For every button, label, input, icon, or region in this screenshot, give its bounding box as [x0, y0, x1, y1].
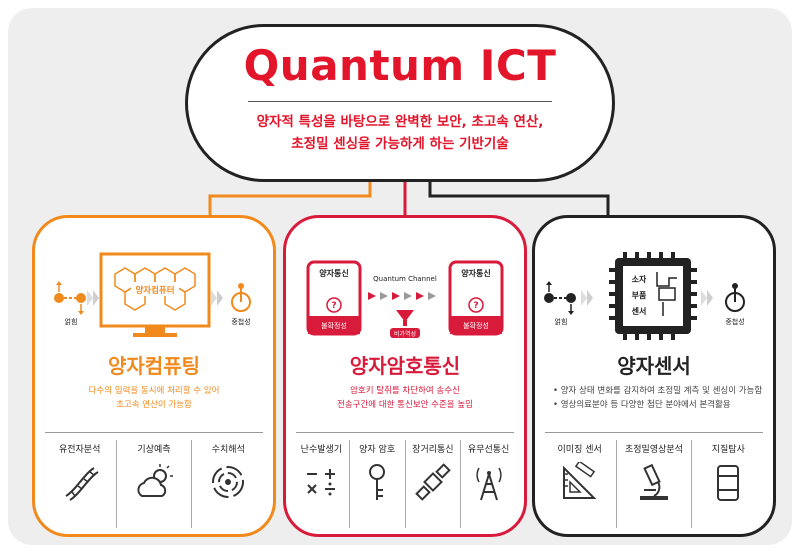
left-uncertainty-tag: 불확정성 — [321, 321, 347, 330]
entanglement-label: 얽힘 — [65, 317, 78, 326]
panel-desc-sensor: • 양자 상태 변화를 감지하여 초정밀 계측 및 센싱이 가능함 • 영상의료… — [553, 384, 763, 412]
right-uncertainty-tag: 불확정성 — [463, 321, 489, 330]
entanglement-icon — [544, 281, 576, 315]
application-item: 초정밀영상분석 — [616, 440, 690, 528]
random-number-icon — [307, 469, 336, 496]
application-list-sensor: 이미징 센서 초정밀영상분석 지질탐사 — [543, 440, 765, 528]
weather-icon — [137, 464, 173, 497]
application-item: 유무선통신 — [460, 440, 516, 528]
irreversibility-tag: 비가역성 — [394, 330, 416, 338]
application-label: 기상예측 — [137, 445, 171, 455]
superposition-label: 중첩성 — [231, 317, 250, 326]
quantum-sensor-illustration: 소자 부품 센서 얽힘 중첩성 — [544, 252, 745, 340]
application-item: 기상예측 — [116, 440, 190, 528]
quantum-computer-illustration: 양자컴퓨터 얽힘 중첩성 — [54, 252, 251, 337]
application-label: 이미징 센서 — [557, 445, 602, 455]
desc-line: • 양자 상태 변화를 감지하여 초정밀 계측 및 센싱이 가능함 — [553, 386, 763, 396]
desc-line: 초고속 연산이 가능함 — [116, 400, 192, 410]
barrel-icon — [717, 465, 740, 501]
receiver-label: 양자통신 — [461, 268, 490, 278]
chip-icon — [609, 252, 697, 340]
application-label: 양자 암호 — [359, 445, 396, 455]
superposition-icon — [231, 283, 251, 312]
entanglement-icon — [54, 281, 86, 315]
quantum-ict-header-box: Quantum ICT 양자적 특성을 바탕으로 완벽한 보안, 초고속 연산,… — [185, 24, 615, 182]
page-title: Quantum ICT — [243, 41, 557, 90]
dna-icon — [65, 467, 99, 501]
eavesdropper-icon — [396, 310, 414, 326]
application-item: 지질탐사 — [690, 440, 765, 528]
application-label: 유전자분석 — [58, 445, 101, 455]
panel-divider — [296, 432, 514, 433]
application-item: 난수발생기 — [294, 440, 349, 528]
panel-divider — [545, 432, 763, 433]
chip-label-component: 부품 — [632, 291, 647, 300]
description-line-2: 초정밀 센싱을 가능하게 하는 기반기술 — [291, 136, 509, 152]
panel-quantum-sensor: 소자 부품 센서 얽힘 중첩성 양자센서 • 양자 상태 변화를 감지하여 초 — [532, 215, 776, 537]
panel-quantum-communication: 양자통신 ? 불확정성 양자통신 ? 불확정성 Quantum Channel … — [283, 215, 527, 537]
panel-divider — [45, 432, 263, 433]
microscope-icon — [639, 463, 668, 500]
application-item: 수치해석 — [190, 440, 265, 528]
panel-desc-computing: 다수의 입력을 동시에 처리할 수 있어 초고속 연산이 가능함 — [45, 384, 263, 412]
panel-title-computing: 양자컴퓨팅 — [108, 354, 200, 378]
application-label: 지질탐사 — [711, 445, 745, 455]
photon-arrows-icon — [368, 292, 436, 300]
antenna-icon — [476, 467, 502, 501]
superposition-label: 중첩성 — [725, 317, 744, 326]
svg-text:?: ? — [331, 301, 336, 311]
desc-line: 다수의 입력을 동시에 처리할 수 있어 — [88, 386, 220, 396]
application-label: 초정밀영상분석 — [625, 445, 683, 455]
application-label: 난수발생기 — [300, 445, 343, 455]
superposition-icon — [725, 283, 745, 312]
desc-line: • 영상의료분야 등 다양한 첨단 분야에서 본격활용 — [553, 400, 731, 410]
screen-label: 양자컴퓨터 — [135, 285, 174, 296]
panel-title-communication: 양자암호통신 — [349, 354, 461, 378]
channel-label: Quantum Channel — [373, 275, 437, 283]
description-line-1: 양자적 특성을 바탕으로 완벽한 보안, 초고속 연산, — [256, 114, 544, 130]
application-item: 이미징 센서 — [543, 440, 616, 528]
svg-text:?: ? — [473, 301, 478, 311]
application-item: 유전자분석 — [43, 440, 116, 528]
application-label: 수치해석 — [211, 445, 245, 455]
panel-desc-communication: 암호키 탈취를 차단하여 송수신 전송구간에 대한 통신보안 수준을 높임 — [296, 384, 514, 412]
header-description: 양자적 특성을 바탕으로 완벽한 보안, 초고속 연산, 초정밀 센싱을 가능하… — [208, 111, 592, 155]
application-item: 양자 암호 — [348, 440, 405, 528]
application-list-communication: 난수발생기 양자 암호 장거리통신 — [294, 440, 516, 528]
panel-title-sensor: 양자센서 — [617, 354, 691, 378]
connector-orange — [208, 170, 372, 228]
chip-label-sensor: 센서 — [632, 306, 647, 316]
application-label: 장거리통신 — [412, 445, 454, 455]
desc-line: 전송구간에 대한 통신보안 수준을 높임 — [337, 400, 473, 410]
connector-black — [428, 170, 610, 228]
satellite-icon — [415, 463, 451, 501]
chip-label-element: 소자 — [632, 274, 647, 284]
analysis-icon — [212, 466, 245, 498]
application-list-computing: 유전자분석 기상예측 수치해석 — [43, 440, 265, 528]
quantum-channel-illustration: 양자통신 ? 불확정성 양자통신 ? 불확정성 Quantum Channel … — [306, 260, 504, 338]
title-divider — [248, 101, 552, 102]
entanglement-label: 얽힘 — [555, 317, 568, 326]
key-icon — [369, 464, 386, 500]
panel-quantum-computing: 양자컴퓨터 얽힘 중첩성 양자컴퓨팅 다수의 입력을 동시에 처리할 수 — [32, 215, 276, 537]
application-item: 장거리통신 — [404, 440, 461, 528]
imaging-sensor-icon — [562, 462, 597, 499]
sender-label: 양자통신 — [319, 268, 348, 278]
desc-line: 암호키 탈취를 차단하여 송수신 — [350, 386, 460, 396]
application-label: 유무선통신 — [467, 445, 510, 455]
